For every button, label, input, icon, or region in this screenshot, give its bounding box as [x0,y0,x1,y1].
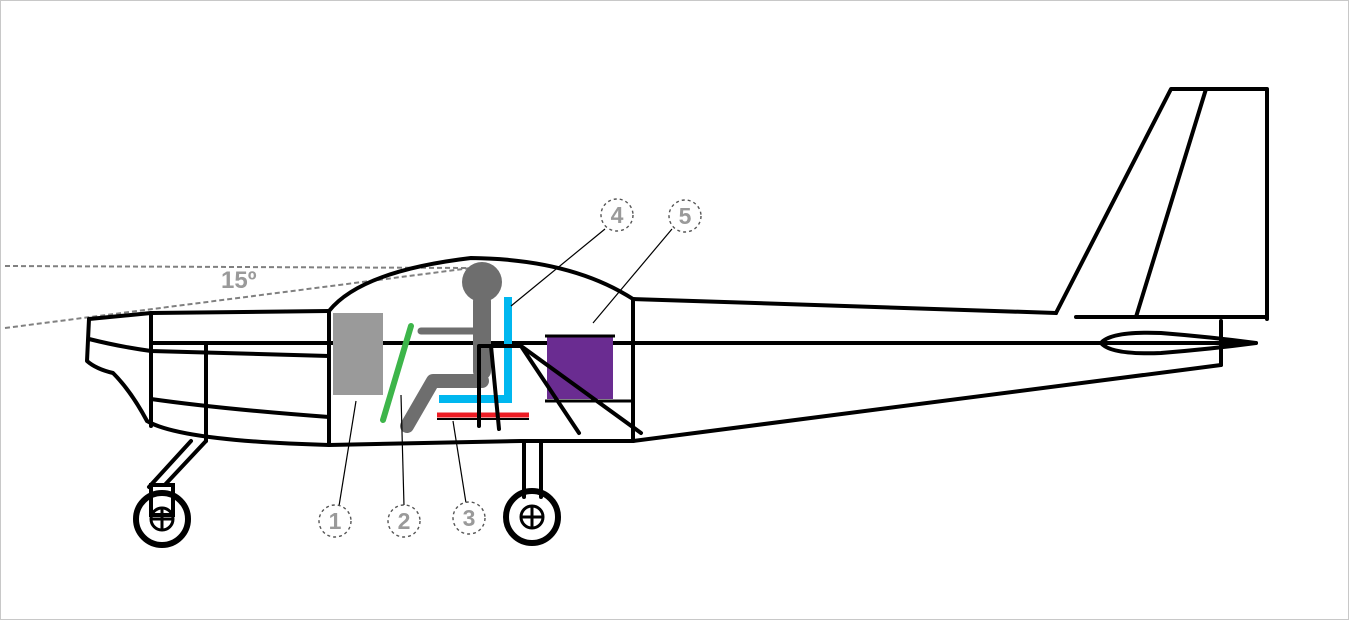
pilot-head [462,262,502,302]
callout-5: 5 [668,199,702,233]
main-wheel-spokes [520,505,544,529]
fuselage [85,256,1258,447]
rear-braces [519,344,643,435]
callout-3-circle [452,501,486,535]
nose-strut-b [147,439,193,489]
callout-2: 2 [387,504,421,538]
nose-gear [133,439,208,548]
leader-1 [338,400,357,507]
cabin-floor [327,439,635,447]
callout-4-label: 4 [611,202,624,228]
instrument-panel-block [333,313,383,395]
canopy [327,256,635,313]
nose-wheel [133,490,191,548]
callout-5-label: 5 [679,203,692,229]
callout-leaders [338,228,673,507]
cowling-mid-line [87,337,331,358]
seat [439,297,512,403]
nose-wheel-spokes [150,507,174,531]
sight-lines: 15º [4,265,472,329]
fin-outline [1054,87,1269,321]
main-gear-legs [522,439,543,499]
callout-5-circle [668,199,702,233]
main-wheel [503,488,561,546]
callout-1-circle [318,504,352,538]
horizontal-sight-line [4,265,472,269]
callout-2-label: 2 [398,508,411,534]
callout-2-circle [387,504,421,538]
angle-label: 15º [221,267,257,294]
control-stick [380,323,414,423]
tailboom-top [631,297,1058,315]
cockpit-contents [333,262,643,435]
angled-sight-line [4,267,472,329]
stabilizer-airfoil [1099,330,1258,356]
leader-4 [510,228,606,307]
leader-2 [400,394,405,507]
tailboom-bottom [631,363,1223,443]
leader-5 [592,228,673,324]
horizontal-stabilizer [1099,330,1258,356]
nose-strut-a [159,439,208,491]
rudder-hinge [1134,87,1208,319]
leader-3 [452,420,467,504]
callout-1: 1 [318,504,352,538]
cowling-bottom [85,317,331,447]
callout-4: 4 [600,198,634,232]
callout-3: 3 [452,501,486,535]
main-gear [503,439,561,546]
callout-3-label: 3 [463,505,476,531]
vertical-tail [1054,87,1269,321]
callout-1-label: 1 [329,508,342,534]
callout-4-circle [600,198,634,232]
seat-frame [477,344,523,431]
cowling-lower-line [149,397,331,419]
pilot-leg [400,374,489,433]
